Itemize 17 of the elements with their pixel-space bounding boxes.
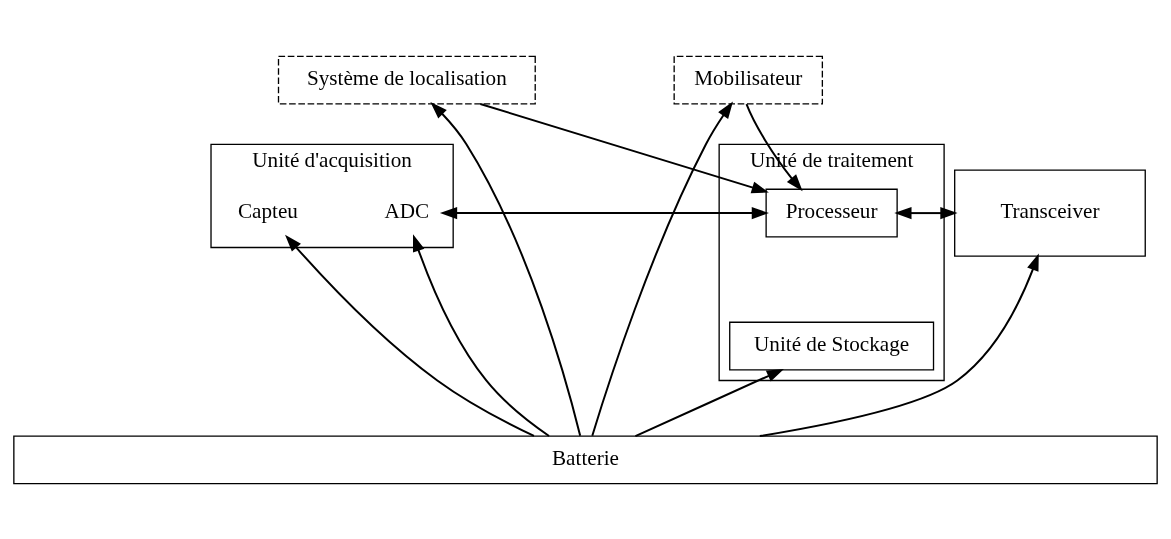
node-box: Unité de Stockage [729,321,935,371]
node-box: Système de localisation [277,55,536,105]
node-box: Mobilisateur [673,55,823,105]
arrow [634,368,784,437]
arrow [758,253,1039,437]
arrow [591,100,733,437]
arrow [430,101,582,437]
node-box: Batterie [13,434,1158,484]
node-text: Capteu [237,198,298,223]
arrow [894,206,958,219]
arrow [285,234,535,437]
node-box: Transceiver [954,168,1146,257]
node-text: ADC [384,198,430,223]
arrow [479,102,769,193]
node-box: Processeur [765,188,898,238]
arrow [413,233,550,437]
arrow [439,206,769,219]
